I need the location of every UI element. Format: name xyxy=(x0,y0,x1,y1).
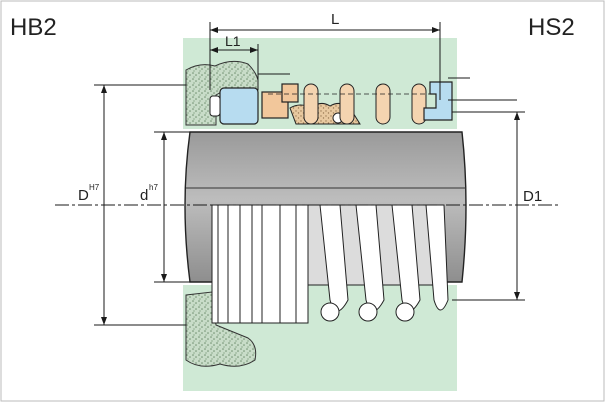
length-label: L xyxy=(331,11,339,28)
housing-stipple-bottom xyxy=(185,291,257,367)
shaft-dia-label: d xyxy=(140,187,148,204)
dimension-lines xyxy=(55,22,560,326)
outer-dia-label: D1 xyxy=(523,188,542,205)
spring-coils-top xyxy=(303,83,427,125)
rotating-holder-top xyxy=(281,83,299,103)
shaft-dia-tol-label: h7 xyxy=(149,183,158,192)
right-model-label: HS2 xyxy=(528,14,575,41)
length-1-label: L1 xyxy=(225,33,241,49)
spring-coils-bottom xyxy=(319,204,449,322)
left-model-label: HB2 xyxy=(10,14,57,41)
dimension-arrows xyxy=(101,27,520,325)
stationary-seat-top xyxy=(219,87,259,125)
housing-bore-label: D xyxy=(78,187,89,204)
stop-collar-top xyxy=(423,81,453,121)
housing-bore-tol-label: H7 xyxy=(89,183,100,192)
seat-oring-top xyxy=(209,95,221,117)
